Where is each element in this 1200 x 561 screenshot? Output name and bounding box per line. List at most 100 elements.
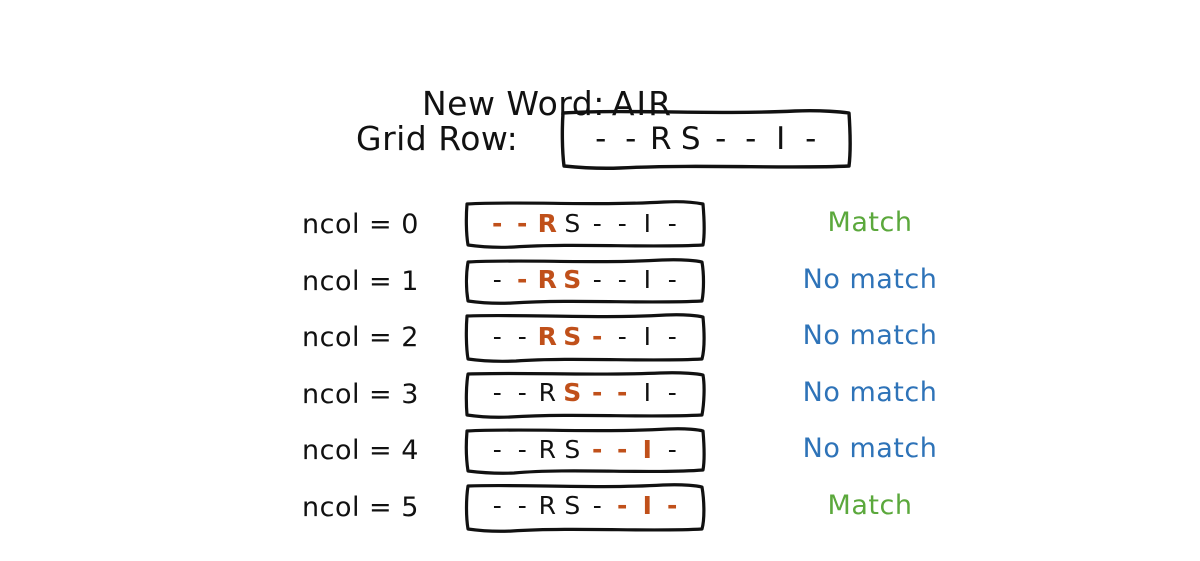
grid-cell-highlighted: R: [537, 208, 558, 238]
grid-cell: -: [617, 208, 628, 238]
grid-cell-highlighted: -: [592, 434, 603, 464]
grid-row-box-outline: [464, 427, 706, 475]
match-result-label: No match: [802, 376, 938, 408]
ncol-label: ncol = 3: [302, 378, 419, 410]
new-word-line: New Word:AIR: [356, 44, 673, 164]
grid-cell: -: [617, 321, 628, 351]
grid-row-box-outline: [464, 482, 706, 533]
grid-row-box-outline: [464, 257, 706, 305]
grid-cell: -: [592, 491, 603, 520]
grid-cell: R: [538, 434, 557, 464]
match-result-label: Match: [827, 207, 913, 238]
grid-cell-highlighted: -: [617, 491, 628, 520]
grid-row-box-outline: [464, 370, 706, 419]
grid-cell: -: [667, 321, 678, 351]
header-grid-row-box: - - R S - - I -: [560, 108, 852, 170]
grid-cell-highlighted: S: [563, 378, 582, 407]
ncol-label: ncol = 4: [302, 435, 419, 466]
grid-cell-highlighted: I: [642, 491, 653, 520]
grid-cell: -: [667, 434, 678, 464]
grid-cell: I: [643, 321, 652, 351]
grid-cell: -: [492, 265, 503, 294]
header-grid-cells: - - R S - - I -: [586, 122, 826, 156]
header-cell: R: [649, 120, 673, 157]
grid-cell: R: [538, 378, 557, 407]
header-cell: -: [625, 120, 637, 157]
match-result-label: Match: [827, 489, 913, 521]
grid-cell-highlighted: -: [492, 208, 503, 238]
header-block: New Word:AIR Grid Row: - - R S - - I -: [0, 20, 1200, 170]
header-box-outline: [560, 109, 852, 170]
grid-cell-highlighted: -: [517, 265, 528, 294]
grid-cell: S: [564, 434, 581, 464]
grid-cell: -: [592, 265, 603, 294]
grid-cell: -: [492, 434, 503, 464]
ncol-label: ncol = 5: [302, 491, 419, 523]
grid-cell-highlighted: -: [617, 434, 628, 464]
grid-row-box-outline: [464, 313, 706, 363]
ncol-label: ncol = 0: [302, 209, 419, 240]
grid-row-label: Grid Row:: [356, 119, 519, 158]
ncol-label: ncol = 1: [302, 265, 419, 297]
grid-cell-highlighted: S: [563, 321, 582, 351]
header-cell: -: [745, 120, 757, 157]
grid-cell: R: [538, 491, 557, 520]
grid-cell-highlighted: -: [667, 491, 678, 520]
grid-cell: -: [517, 434, 528, 464]
grid-cell: I: [643, 378, 652, 407]
grid-cell-highlighted: I: [642, 434, 653, 464]
grid-cell: -: [667, 378, 678, 407]
header-cell: -: [595, 120, 607, 157]
grid-cell: -: [667, 265, 678, 294]
grid-cell-highlighted: R: [537, 321, 558, 351]
match-result-label: No match: [802, 320, 938, 351]
grid-cell: I: [643, 208, 652, 238]
header-cell: S: [680, 120, 702, 157]
grid-cell: -: [492, 378, 503, 407]
grid-cell-highlighted: S: [563, 265, 582, 294]
grid-cell: -: [617, 265, 628, 294]
header-cell: -: [805, 120, 817, 157]
grid-cell-highlighted: R: [537, 265, 558, 294]
grid-cell: -: [492, 321, 503, 351]
grid-cell-highlighted: -: [617, 378, 628, 407]
grid-cell-highlighted: -: [592, 378, 603, 407]
header-cell: -: [715, 120, 727, 157]
grid-cell: I: [643, 265, 652, 294]
new-word-label: New Word:: [421, 84, 605, 123]
new-word-value: AIR: [611, 84, 674, 123]
grid-cell: -: [517, 378, 528, 407]
grid-cell: -: [517, 491, 528, 520]
grid-cell: -: [667, 208, 678, 238]
grid-cell: -: [517, 321, 528, 351]
grid-cell-highlighted: -: [592, 321, 603, 351]
grid-cell: -: [592, 208, 603, 238]
grid-row-box-outline: [464, 200, 706, 249]
grid-cell: S: [564, 491, 581, 520]
grid-cell: S: [564, 208, 581, 238]
grid-cell: -: [492, 491, 503, 520]
match-result-label: No match: [802, 263, 938, 295]
header-cell: I: [776, 120, 786, 157]
ncol-label: ncol = 2: [302, 322, 419, 353]
match-result-label: No match: [802, 433, 938, 464]
